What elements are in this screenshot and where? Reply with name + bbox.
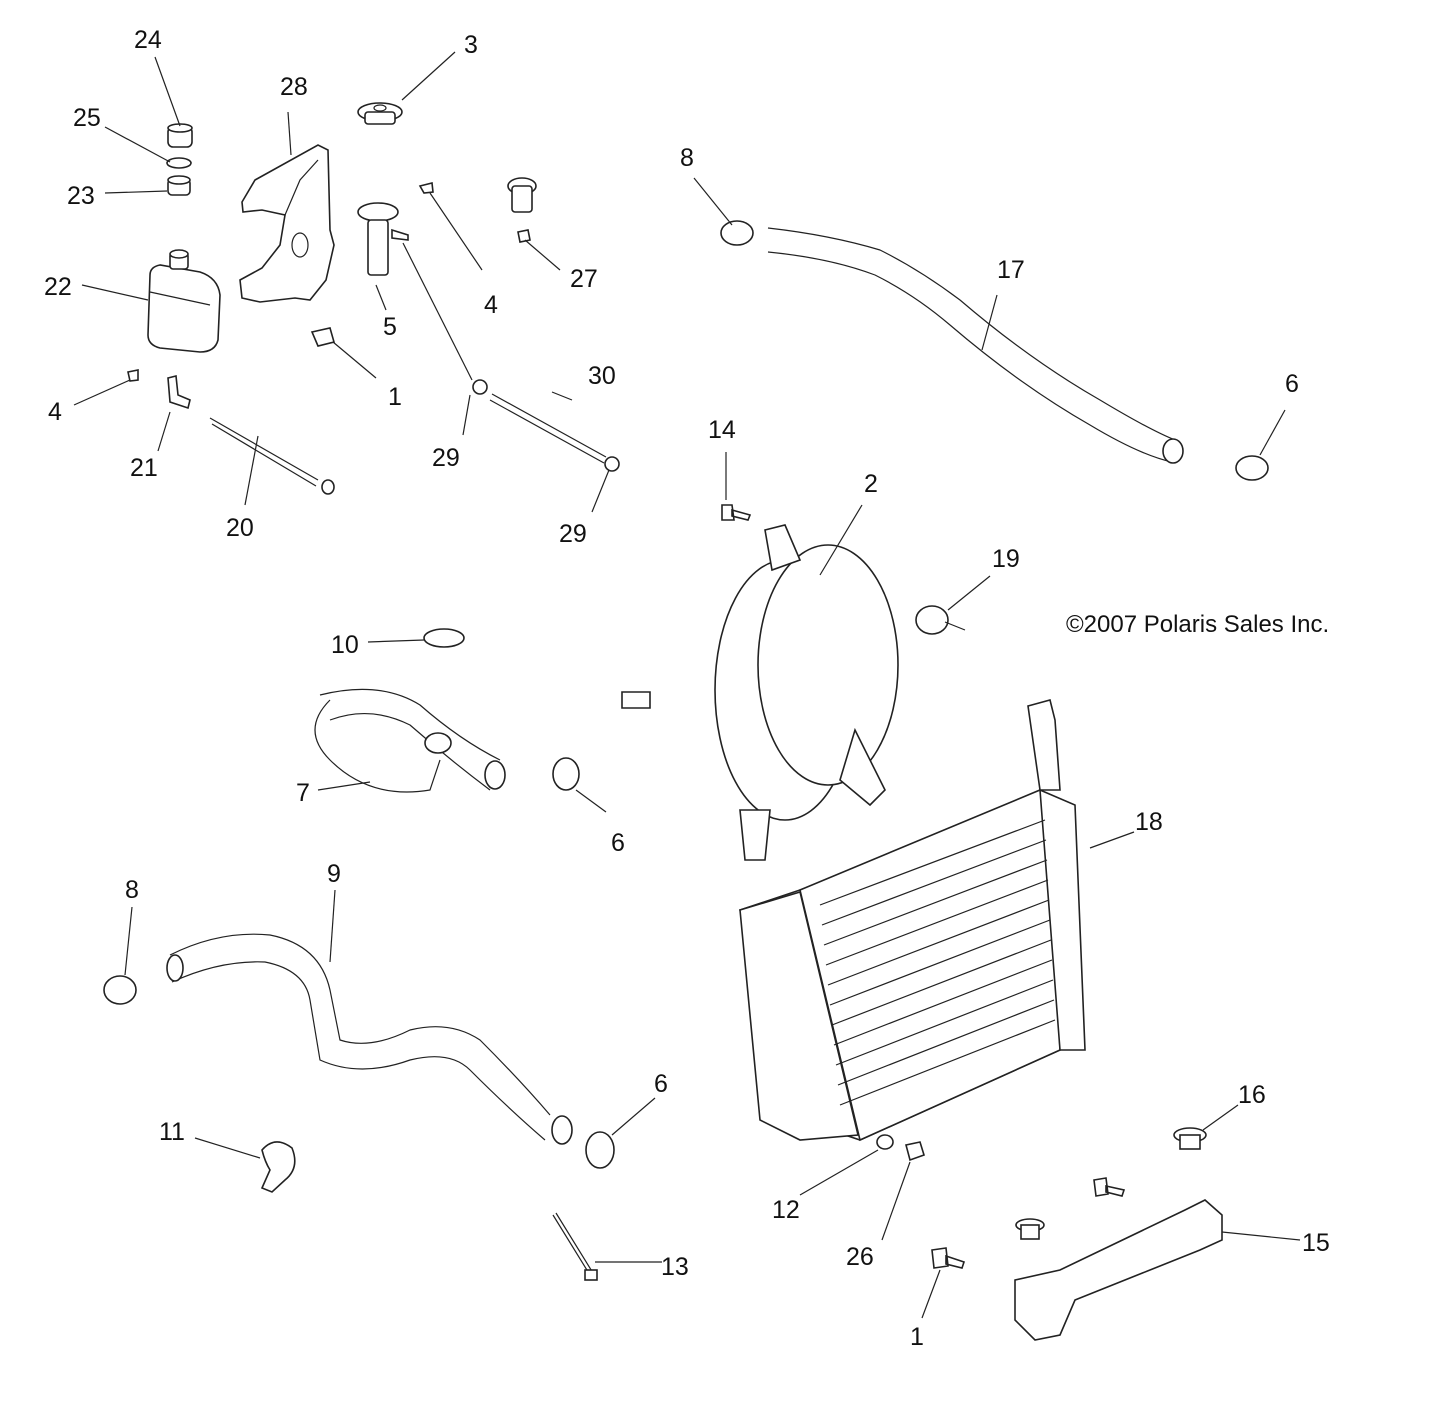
part-29-end-b (604, 456, 620, 472)
callout-10: 10 (331, 631, 359, 659)
part-6-clamp-c (585, 1131, 615, 1169)
callout-29-b: 29 (559, 520, 587, 548)
callout-12: 12 (772, 1196, 800, 1224)
part-2-fan (714, 524, 899, 861)
callout-11: 11 (159, 1118, 185, 1146)
copyright-notice: ©2007 Polaris Sales Inc. (1066, 611, 1329, 638)
callout-1-bottom: 1 (910, 1323, 924, 1351)
part-1-bolt-b (931, 1247, 966, 1269)
part-26-nut (905, 1141, 925, 1162)
part-bolt (1093, 1177, 1126, 1197)
callout-8-left: 8 (125, 876, 139, 904)
part-20-tube (209, 417, 319, 487)
part-15-bracket (1014, 1199, 1223, 1341)
callout-19: 19 (992, 545, 1020, 573)
callout-29-a: 29 (432, 444, 460, 472)
callout-5: 5 (383, 313, 397, 341)
part-3-radiator-cap (357, 102, 403, 125)
callout-14: 14 (708, 416, 736, 444)
callout-15: 15 (1302, 1229, 1330, 1257)
part-14-bolt (721, 504, 752, 521)
callout-6-bottom: 6 (654, 1070, 668, 1098)
callout-18: 18 (1135, 808, 1163, 836)
part-7-hose-end (484, 760, 506, 790)
callout-2: 2 (864, 470, 878, 498)
part-18-radiator (739, 699, 1086, 1142)
callout-6-right: 6 (1285, 370, 1299, 398)
part-19-mount (915, 605, 966, 635)
part-8-clamp-b (103, 975, 137, 1005)
callout-17: 17 (997, 256, 1025, 284)
part-7-hose-end-b (424, 732, 452, 754)
callout-4-left: 4 (48, 398, 62, 426)
part-9-hose-end (551, 1115, 573, 1145)
part-16-grommet-a (1173, 1127, 1207, 1150)
callout-1-top: 1 (388, 383, 402, 411)
part-13-strap-head (584, 1269, 598, 1281)
part-21-elbow (167, 375, 191, 410)
part-23-sleeve (167, 175, 191, 196)
part-30-tube (489, 393, 607, 464)
callout-16: 16 (1238, 1081, 1266, 1109)
part-4-screw-b (127, 369, 139, 382)
part-27-fitting (507, 177, 537, 243)
part-7-hose (314, 688, 501, 793)
part-10-clamp (423, 628, 465, 648)
callout-6-mid: 6 (611, 829, 625, 857)
callout-25: 25 (73, 104, 101, 132)
part-4-screw-a (418, 182, 434, 194)
leader-lines (73, 51, 1301, 1319)
part-28-bracket (239, 144, 335, 303)
callout-22: 22 (44, 273, 72, 301)
part-11-clip (260, 1141, 296, 1193)
part-12-washer (876, 1134, 894, 1150)
part-16-grommet-b (1015, 1218, 1045, 1240)
callout-7: 7 (296, 779, 310, 807)
part-9-hose-end-b (166, 954, 184, 982)
callout-28: 28 (280, 73, 308, 101)
part-17-hose-end (1162, 438, 1184, 464)
part-1-screw-a (310, 327, 335, 347)
part-5-filler-neck (357, 202, 409, 276)
part-6-clamp-b (552, 757, 580, 791)
part-9-hose (169, 933, 551, 1141)
callout-13: 13 (661, 1253, 689, 1281)
part-24-cap (167, 123, 193, 148)
part-25-ring (166, 157, 192, 169)
callout-26: 26 (846, 1243, 874, 1271)
callout-3: 3 (464, 31, 478, 59)
callout-20: 20 (226, 514, 254, 542)
callout-23: 23 (67, 182, 95, 210)
part-6-clamp-a (1235, 455, 1269, 481)
callout-30: 30 (588, 362, 616, 390)
callout-27: 27 (570, 265, 598, 293)
part-2-connector (621, 691, 651, 709)
callout-24: 24 (134, 26, 162, 54)
callout-8-top: 8 (680, 144, 694, 172)
part-22-reservoir (147, 249, 221, 353)
callout-21: 21 (130, 454, 158, 482)
part-20-end (321, 479, 335, 495)
part-17-hose (767, 227, 1176, 463)
part-8-clamp-a (720, 220, 754, 246)
part-13-strap (552, 1212, 594, 1276)
callout-9: 9 (327, 860, 341, 888)
callout-4-top: 4 (484, 291, 498, 319)
part-29-end-a (472, 379, 488, 395)
